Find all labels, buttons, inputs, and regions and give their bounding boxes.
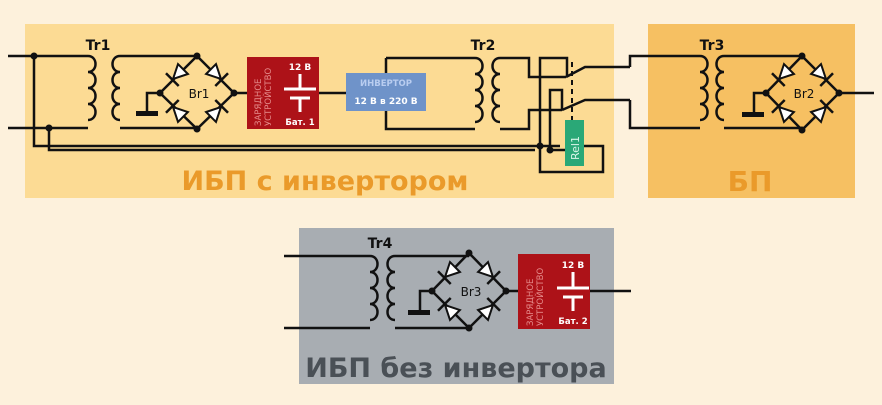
panel-background bbox=[25, 24, 614, 198]
battery-voltage: 12 В bbox=[562, 261, 585, 271]
panel-title: ИБП без инвертора bbox=[305, 353, 606, 384]
transformer-label: Tr3 bbox=[700, 38, 725, 54]
inverter-label-line2: 12 В в 220 В bbox=[354, 97, 417, 107]
battery-label: Бат. 1 bbox=[285, 118, 314, 128]
transformer-tr2: Tr2 bbox=[471, 38, 502, 124]
bridge-label: Br1 bbox=[189, 87, 210, 101]
battery-label: Бат. 2 bbox=[558, 317, 587, 327]
transformer-label: Tr2 bbox=[471, 38, 496, 54]
battery-icon bbox=[284, 74, 316, 112]
bridge-rectifier-br2: Br2 bbox=[742, 52, 874, 134]
charger-label-line2: УСТРОЙСТВО bbox=[534, 268, 546, 326]
panel-title: ИБП с инвертором bbox=[181, 166, 468, 197]
ground-icon bbox=[742, 112, 764, 117]
relay-rel1: Rel1 bbox=[536, 56, 630, 174]
charger-battery-1: ЗАРЯДНОЕ УСТРОЙСТВО 12 В Бат. 1 bbox=[247, 57, 319, 129]
charger-label-line2: УСТРОЙСТВО bbox=[262, 68, 274, 126]
inverter-block: ИНВЕРТОР 12 В в 220 В bbox=[346, 73, 426, 111]
battery-icon bbox=[557, 272, 589, 311]
charger-battery-2: ЗАРЯДНОЕ УСТРОЙСТВО 12 В Бат. 2 bbox=[518, 254, 590, 329]
bridge-rectifier-br1: Br1 bbox=[136, 52, 247, 133]
bridge-label: Br3 bbox=[461, 285, 482, 299]
ground-icon bbox=[136, 111, 158, 116]
panel-title: БП bbox=[728, 165, 773, 198]
charger-label-line1: ЗАРЯДНОЕ bbox=[254, 79, 264, 126]
transformer-tr4: Tr4 bbox=[368, 236, 397, 322]
panel-ups-with-inverter: ИБП с инвертором Tr1 Br1 bbox=[8, 24, 630, 198]
ground-icon bbox=[408, 310, 430, 315]
charger-label-line1: ЗАРЯДНОЕ bbox=[526, 279, 536, 326]
panel-power-supply: БП Tr3 Br2 bbox=[628, 24, 874, 198]
transformer-label: Tr1 bbox=[86, 38, 111, 54]
inverter-label-line1: ИНВЕРТОР bbox=[360, 79, 412, 89]
relay-label: Rel1 bbox=[569, 136, 582, 160]
bridge-rectifier-br3: Br3 bbox=[408, 249, 518, 332]
panel-ups-without-inverter: ИБП без инвертора Tr4 Br3 ЗАР bbox=[284, 228, 631, 384]
bridge-label: Br2 bbox=[794, 87, 815, 101]
battery-voltage: 12 В bbox=[289, 63, 312, 73]
transformer-tr3: Tr3 bbox=[698, 38, 726, 122]
transformer-label: Tr4 bbox=[368, 236, 393, 252]
